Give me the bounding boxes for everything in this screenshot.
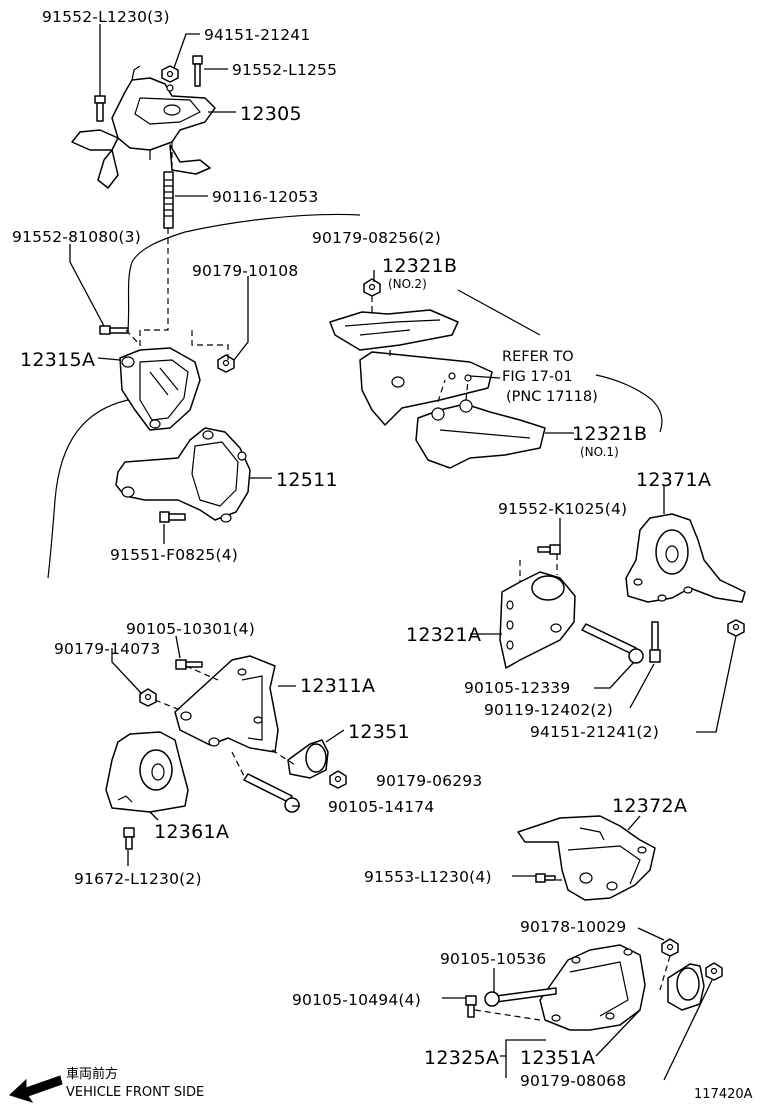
arrow-left-icon bbox=[9, 1075, 63, 1103]
direction-label-jp: 車両前方 bbox=[66, 1066, 118, 1082]
refer-note-line3: (PNC 17118) bbox=[506, 389, 598, 405]
label-90179-14073[interactable]: 90179-14073 bbox=[54, 640, 160, 658]
label-90105-10301[interactable]: 90105-10301(4) bbox=[126, 620, 255, 638]
bolt-91553-l1230-drawing bbox=[535, 873, 556, 883]
mount-12371a-drawing bbox=[625, 513, 746, 603]
label-90179-08256[interactable]: 90179-08256(2) bbox=[312, 229, 441, 247]
label-90105-14174[interactable]: 90105-14174 bbox=[328, 798, 434, 816]
bolt-91551-f0825-drawing bbox=[159, 511, 186, 523]
refer-note-line2[interactable]: FIG 17-01 bbox=[502, 369, 573, 385]
leader-lines bbox=[69, 24, 737, 1081]
label-12372a[interactable]: 12372A bbox=[612, 795, 687, 817]
label-12321b-no2[interactable]: 12321B bbox=[382, 255, 457, 277]
label-91552-k1025[interactable]: 91552-K1025(4) bbox=[498, 500, 627, 518]
bracket-12321a-drawing bbox=[499, 571, 576, 669]
direction-label-en: VEHICLE FRONT SIDE bbox=[66, 1085, 204, 1100]
label-no2: (NO.2) bbox=[388, 277, 427, 291]
insulator-12351-drawing bbox=[287, 739, 329, 779]
nut-90178-10029-drawing bbox=[661, 938, 679, 957]
label-90178-10029[interactable]: 90178-10029 bbox=[520, 918, 626, 936]
nut-90179-14073-drawing bbox=[139, 688, 157, 707]
bracket-12315a-drawing bbox=[119, 347, 201, 431]
label-94151-21241-top[interactable]: 94151-21241 bbox=[204, 26, 310, 44]
label-12321b-no1[interactable]: 12321B bbox=[572, 423, 647, 445]
label-90105-10536[interactable]: 90105-10536 bbox=[440, 950, 546, 968]
label-90105-12339[interactable]: 90105-12339 bbox=[464, 679, 570, 697]
label-12321a[interactable]: 12321A bbox=[406, 624, 481, 646]
bolt-91552-k1025-drawing bbox=[537, 544, 561, 555]
label-90179-06293[interactable]: 90179-06293 bbox=[376, 772, 482, 790]
label-91672-l1230[interactable]: 91672-L1230(2) bbox=[74, 870, 202, 888]
label-12351[interactable]: 12351 bbox=[348, 721, 410, 743]
mount-12361a-drawing bbox=[105, 731, 189, 813]
label-12511[interactable]: 12511 bbox=[276, 469, 338, 491]
label-12361a[interactable]: 12361A bbox=[154, 821, 229, 843]
refer-note-line1: REFER TO bbox=[502, 349, 574, 365]
bracket-12511-drawing bbox=[115, 427, 251, 523]
bolt-90105-10494-drawing bbox=[465, 995, 477, 1018]
stud-90116-12053-drawing bbox=[163, 171, 174, 229]
engine-mount-12305-drawing bbox=[71, 65, 216, 189]
nut-94151-21241-2-drawing bbox=[727, 619, 745, 637]
bracket-12311a-drawing bbox=[174, 655, 279, 753]
label-90116-12053[interactable]: 90116-12053 bbox=[212, 188, 318, 206]
label-91552-81080[interactable]: 91552-81080(3) bbox=[12, 228, 141, 246]
label-91552-l1255[interactable]: 91552-L1255 bbox=[232, 61, 337, 79]
label-91551-f0825[interactable]: 91551-F0825(4) bbox=[110, 546, 238, 564]
label-no1: (NO.1) bbox=[580, 445, 619, 459]
bolt-90105-14174-drawing bbox=[243, 773, 300, 813]
stopper-12321b-no1-drawing bbox=[415, 399, 546, 469]
nut-90179-08068-drawing bbox=[705, 962, 723, 981]
mount-12372a-drawing bbox=[517, 815, 656, 901]
bolt-90105-10301-drawing bbox=[175, 659, 203, 670]
nut-90179-08256-drawing bbox=[363, 278, 381, 297]
bolt-91552-81080-drawing bbox=[99, 325, 129, 335]
diagram-code: 117420A bbox=[694, 1087, 753, 1102]
label-90179-10108[interactable]: 90179-10108 bbox=[192, 262, 298, 280]
label-12351a[interactable]: 12351A bbox=[520, 1047, 595, 1069]
boundary-lines bbox=[47, 213, 663, 579]
label-90105-10494[interactable]: 90105-10494(4) bbox=[292, 991, 421, 1009]
bolt-91552-l1230-drawing bbox=[94, 95, 106, 122]
label-94151-21241-2[interactable]: 94151-21241(2) bbox=[530, 723, 659, 741]
insulator-12351a-drawing bbox=[667, 963, 705, 1011]
nut-94151-21241-top-drawing bbox=[161, 65, 179, 83]
part-labels: 91552-L1230(3) 94151-21241 91552-L1255 1… bbox=[12, 8, 711, 1090]
bolt-90105-12339-drawing bbox=[581, 623, 644, 664]
bolt-91672-l1230-drawing bbox=[123, 827, 135, 850]
label-12371a[interactable]: 12371A bbox=[636, 469, 711, 491]
label-12325a[interactable]: 12325A bbox=[424, 1047, 499, 1069]
label-12315a[interactable]: 12315A bbox=[20, 349, 95, 371]
refer-note[interactable]: REFER TO FIG 17-01 (PNC 17118) bbox=[502, 349, 598, 405]
nut-90179-06293-drawing bbox=[329, 770, 347, 789]
label-91552-l1230[interactable]: 91552-L1230(3) bbox=[42, 8, 170, 26]
bracket-12321b-mid-drawing bbox=[359, 351, 493, 426]
nut-90179-10108-drawing bbox=[217, 354, 235, 373]
stopper-12321b-no2-drawing bbox=[329, 309, 459, 351]
bracket-12325a-drawing bbox=[539, 944, 646, 1031]
bolt-90119-12402-drawing bbox=[649, 621, 661, 663]
vehicle-front-indicator: 車両前方 VEHICLE FRONT SIDE bbox=[9, 1066, 204, 1103]
label-12305[interactable]: 12305 bbox=[240, 103, 302, 125]
label-91553-l1230[interactable]: 91553-L1230(4) bbox=[364, 868, 492, 886]
bolt-91552-l1255-drawing bbox=[192, 55, 203, 87]
bolt-90105-10536-drawing bbox=[484, 987, 557, 1007]
label-12311a[interactable]: 12311A bbox=[300, 675, 375, 697]
assembly-dashed-lines bbox=[125, 142, 671, 1021]
label-90119-12402[interactable]: 90119-12402(2) bbox=[484, 701, 613, 719]
label-90179-08068[interactable]: 90179-08068 bbox=[520, 1072, 626, 1090]
